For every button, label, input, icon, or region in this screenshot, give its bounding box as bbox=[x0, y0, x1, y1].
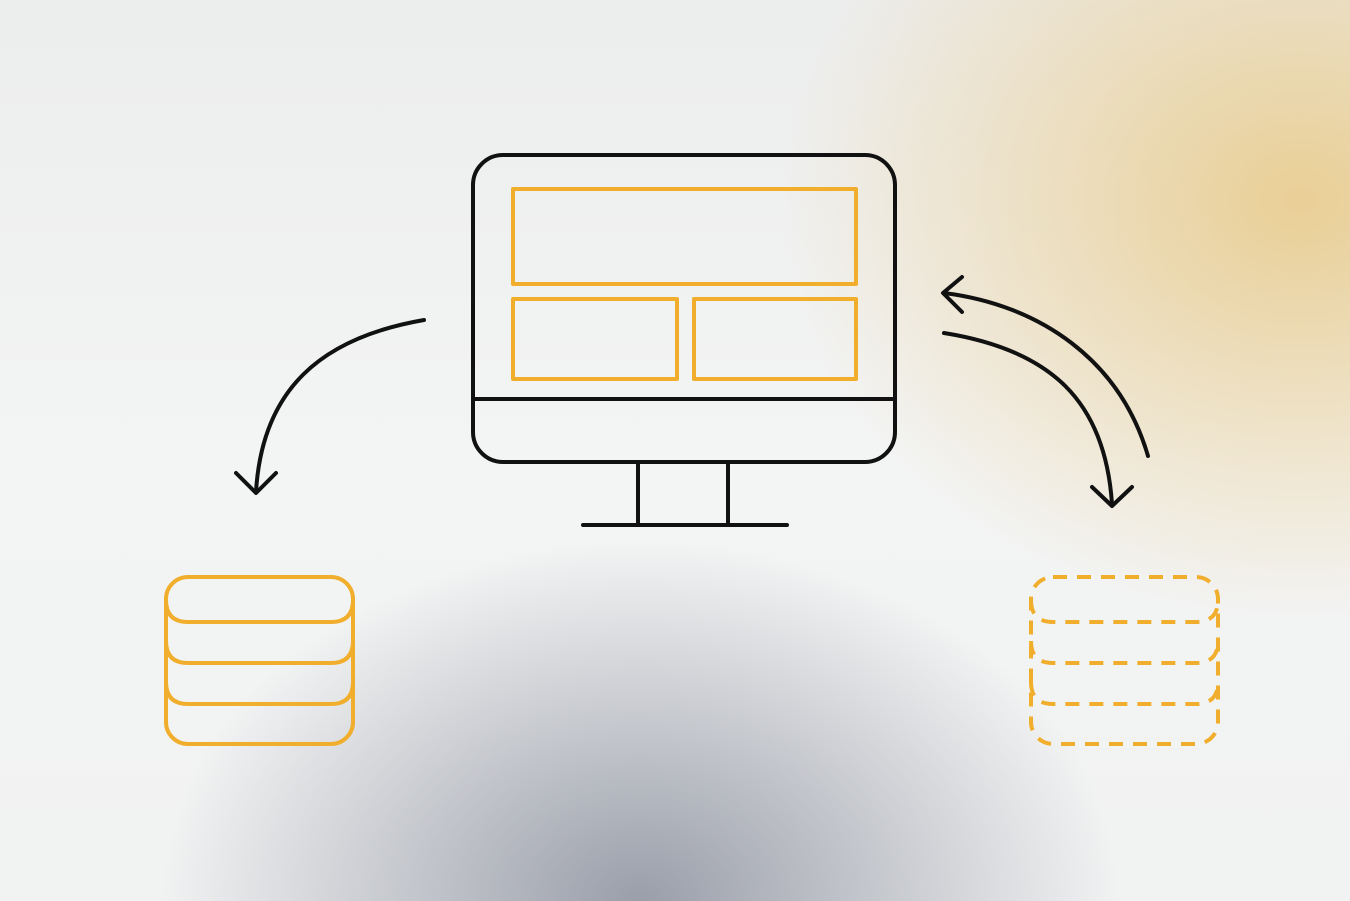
panel-bottom-right bbox=[692, 297, 858, 381]
curved-arrow-icon bbox=[234, 318, 426, 495]
curved-arrow-icon bbox=[942, 331, 1134, 508]
database-icon bbox=[164, 575, 355, 746]
panel-bottom-left bbox=[511, 297, 679, 381]
dashed-database-icon bbox=[1029, 575, 1220, 746]
monitor-icon bbox=[471, 153, 897, 527]
panel-top bbox=[511, 187, 858, 286]
screen-panels bbox=[511, 187, 858, 381]
curved-arrow-icon bbox=[941, 275, 1150, 458]
